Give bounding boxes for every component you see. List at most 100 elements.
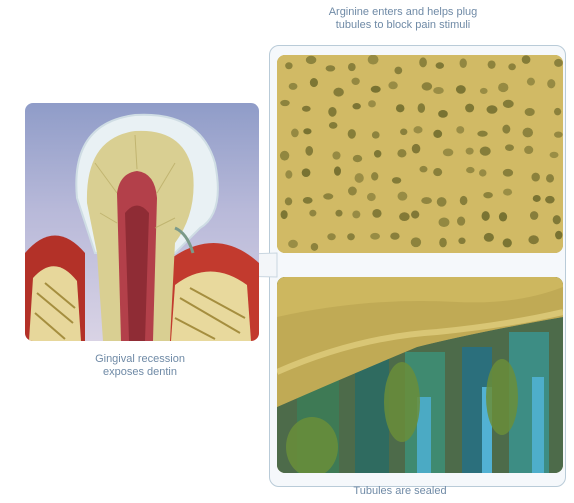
tubule-opening: [483, 192, 493, 198]
tubule-opening: [371, 86, 381, 93]
tubule-opening: [465, 104, 474, 113]
micrograph-dentin-surface: [277, 55, 563, 253]
tubule-opening: [439, 238, 447, 248]
tubule-opening: [553, 215, 561, 224]
tubule-opening: [545, 196, 555, 204]
tubule-opening: [352, 210, 360, 218]
tubule-opening: [460, 196, 468, 205]
caption-gingival: Gingival recession exposes dentin: [40, 353, 240, 379]
caption-gingival-line2: exposes dentin: [40, 366, 240, 379]
tubule-opening: [347, 233, 355, 240]
tubule-opening: [531, 173, 539, 182]
tubule-opening: [352, 78, 360, 85]
tubule-opening: [396, 104, 405, 112]
tubule-opening: [433, 87, 444, 94]
tubule-opening: [285, 62, 292, 69]
tubule-opening: [546, 174, 554, 182]
tubule-opening: [353, 155, 362, 162]
tubule-opening: [392, 177, 401, 184]
caption-arginine: Arginine enters and helps plug tubules t…: [268, 6, 538, 32]
tooth-svg: [25, 103, 259, 341]
tubule-opening: [326, 65, 336, 71]
tubule-opening: [480, 147, 491, 156]
tubule-opening: [503, 189, 512, 196]
tubule-opening: [480, 88, 488, 94]
tubule-opening: [419, 57, 427, 67]
tubule-opening: [466, 167, 474, 173]
tubule-opening: [327, 233, 335, 240]
tubule-opening: [311, 243, 318, 251]
tubule-opening: [524, 146, 533, 154]
tubule-opening: [436, 62, 444, 69]
tubule-opening: [503, 238, 512, 247]
tubule-opening: [412, 144, 421, 154]
tubule-opening: [484, 233, 494, 242]
tubule-opening: [309, 210, 316, 217]
tubule-opening: [398, 192, 408, 201]
tubule-opening: [367, 193, 376, 201]
tubule-opening: [328, 107, 336, 117]
tubule-opening: [479, 169, 486, 176]
tubule-opening: [348, 129, 356, 139]
tubule-opening: [530, 211, 538, 220]
tubule-opening: [288, 240, 298, 248]
tubule-opening: [368, 55, 379, 65]
sealed-tubules-svg: [277, 277, 563, 473]
tubule-opening: [443, 149, 453, 157]
tubule-opening: [525, 108, 535, 116]
tubule-opening: [433, 168, 442, 176]
tubule-opening: [281, 210, 288, 219]
tubule-opening: [522, 128, 533, 138]
tubule-opening: [371, 172, 378, 181]
tubule-opening: [348, 187, 357, 196]
tubule-opening: [285, 170, 292, 178]
caption-sealed: Tubules are sealed: [300, 485, 500, 498]
tubule-opening: [390, 232, 399, 239]
tubule-opening: [419, 166, 427, 172]
tubule-opening: [433, 130, 442, 138]
tubule-opening: [458, 238, 465, 244]
tubule-opening: [289, 83, 298, 90]
tubule-opening: [533, 195, 541, 202]
tubule-opening: [503, 100, 514, 108]
tubule-opening: [335, 210, 342, 217]
tubule-opening: [291, 129, 299, 138]
tubule-opening: [421, 197, 432, 204]
caption-arginine-line1: Arginine enters and helps plug: [268, 6, 538, 19]
tubule-opening: [302, 106, 311, 112]
tubule-opening: [323, 193, 333, 199]
tubule-opening: [438, 110, 448, 118]
tubule-opening: [368, 100, 376, 107]
tubule-opening: [457, 216, 465, 225]
tubule-opening: [555, 231, 562, 240]
tubule-opening: [477, 131, 487, 137]
tubule-opening: [498, 83, 508, 92]
tubule-opening: [370, 233, 380, 240]
tubule-opening: [439, 217, 450, 227]
tubule-opening: [374, 150, 381, 158]
tubule-opening: [437, 197, 447, 206]
tubule-opening: [397, 149, 406, 157]
tubule-opening: [280, 100, 289, 106]
caption-arginine-line2: tubules to block pain stimuli: [268, 19, 538, 32]
tubule-opening: [306, 56, 317, 64]
tubule-opening: [329, 122, 338, 129]
tubule-opening: [502, 125, 510, 134]
tubule-opening: [554, 131, 563, 137]
tubule-opening: [333, 88, 343, 97]
tubule-opening: [418, 103, 425, 113]
tubule-opening: [499, 212, 507, 221]
tubule-opening: [503, 169, 513, 177]
tubule-opening: [348, 63, 356, 71]
tubule-opening: [372, 131, 380, 138]
tubule-opening: [334, 166, 341, 175]
tubule-opening: [413, 126, 422, 133]
tubule-opening: [422, 82, 432, 90]
tubule-opening: [411, 211, 419, 219]
tubule-opening: [399, 212, 410, 221]
caption-gingival-line1: Gingival recession: [40, 353, 240, 366]
tubule-opening: [505, 144, 514, 151]
tubule-opening: [486, 105, 497, 114]
tubule-opening: [547, 79, 555, 88]
tubule-opening: [400, 128, 407, 135]
